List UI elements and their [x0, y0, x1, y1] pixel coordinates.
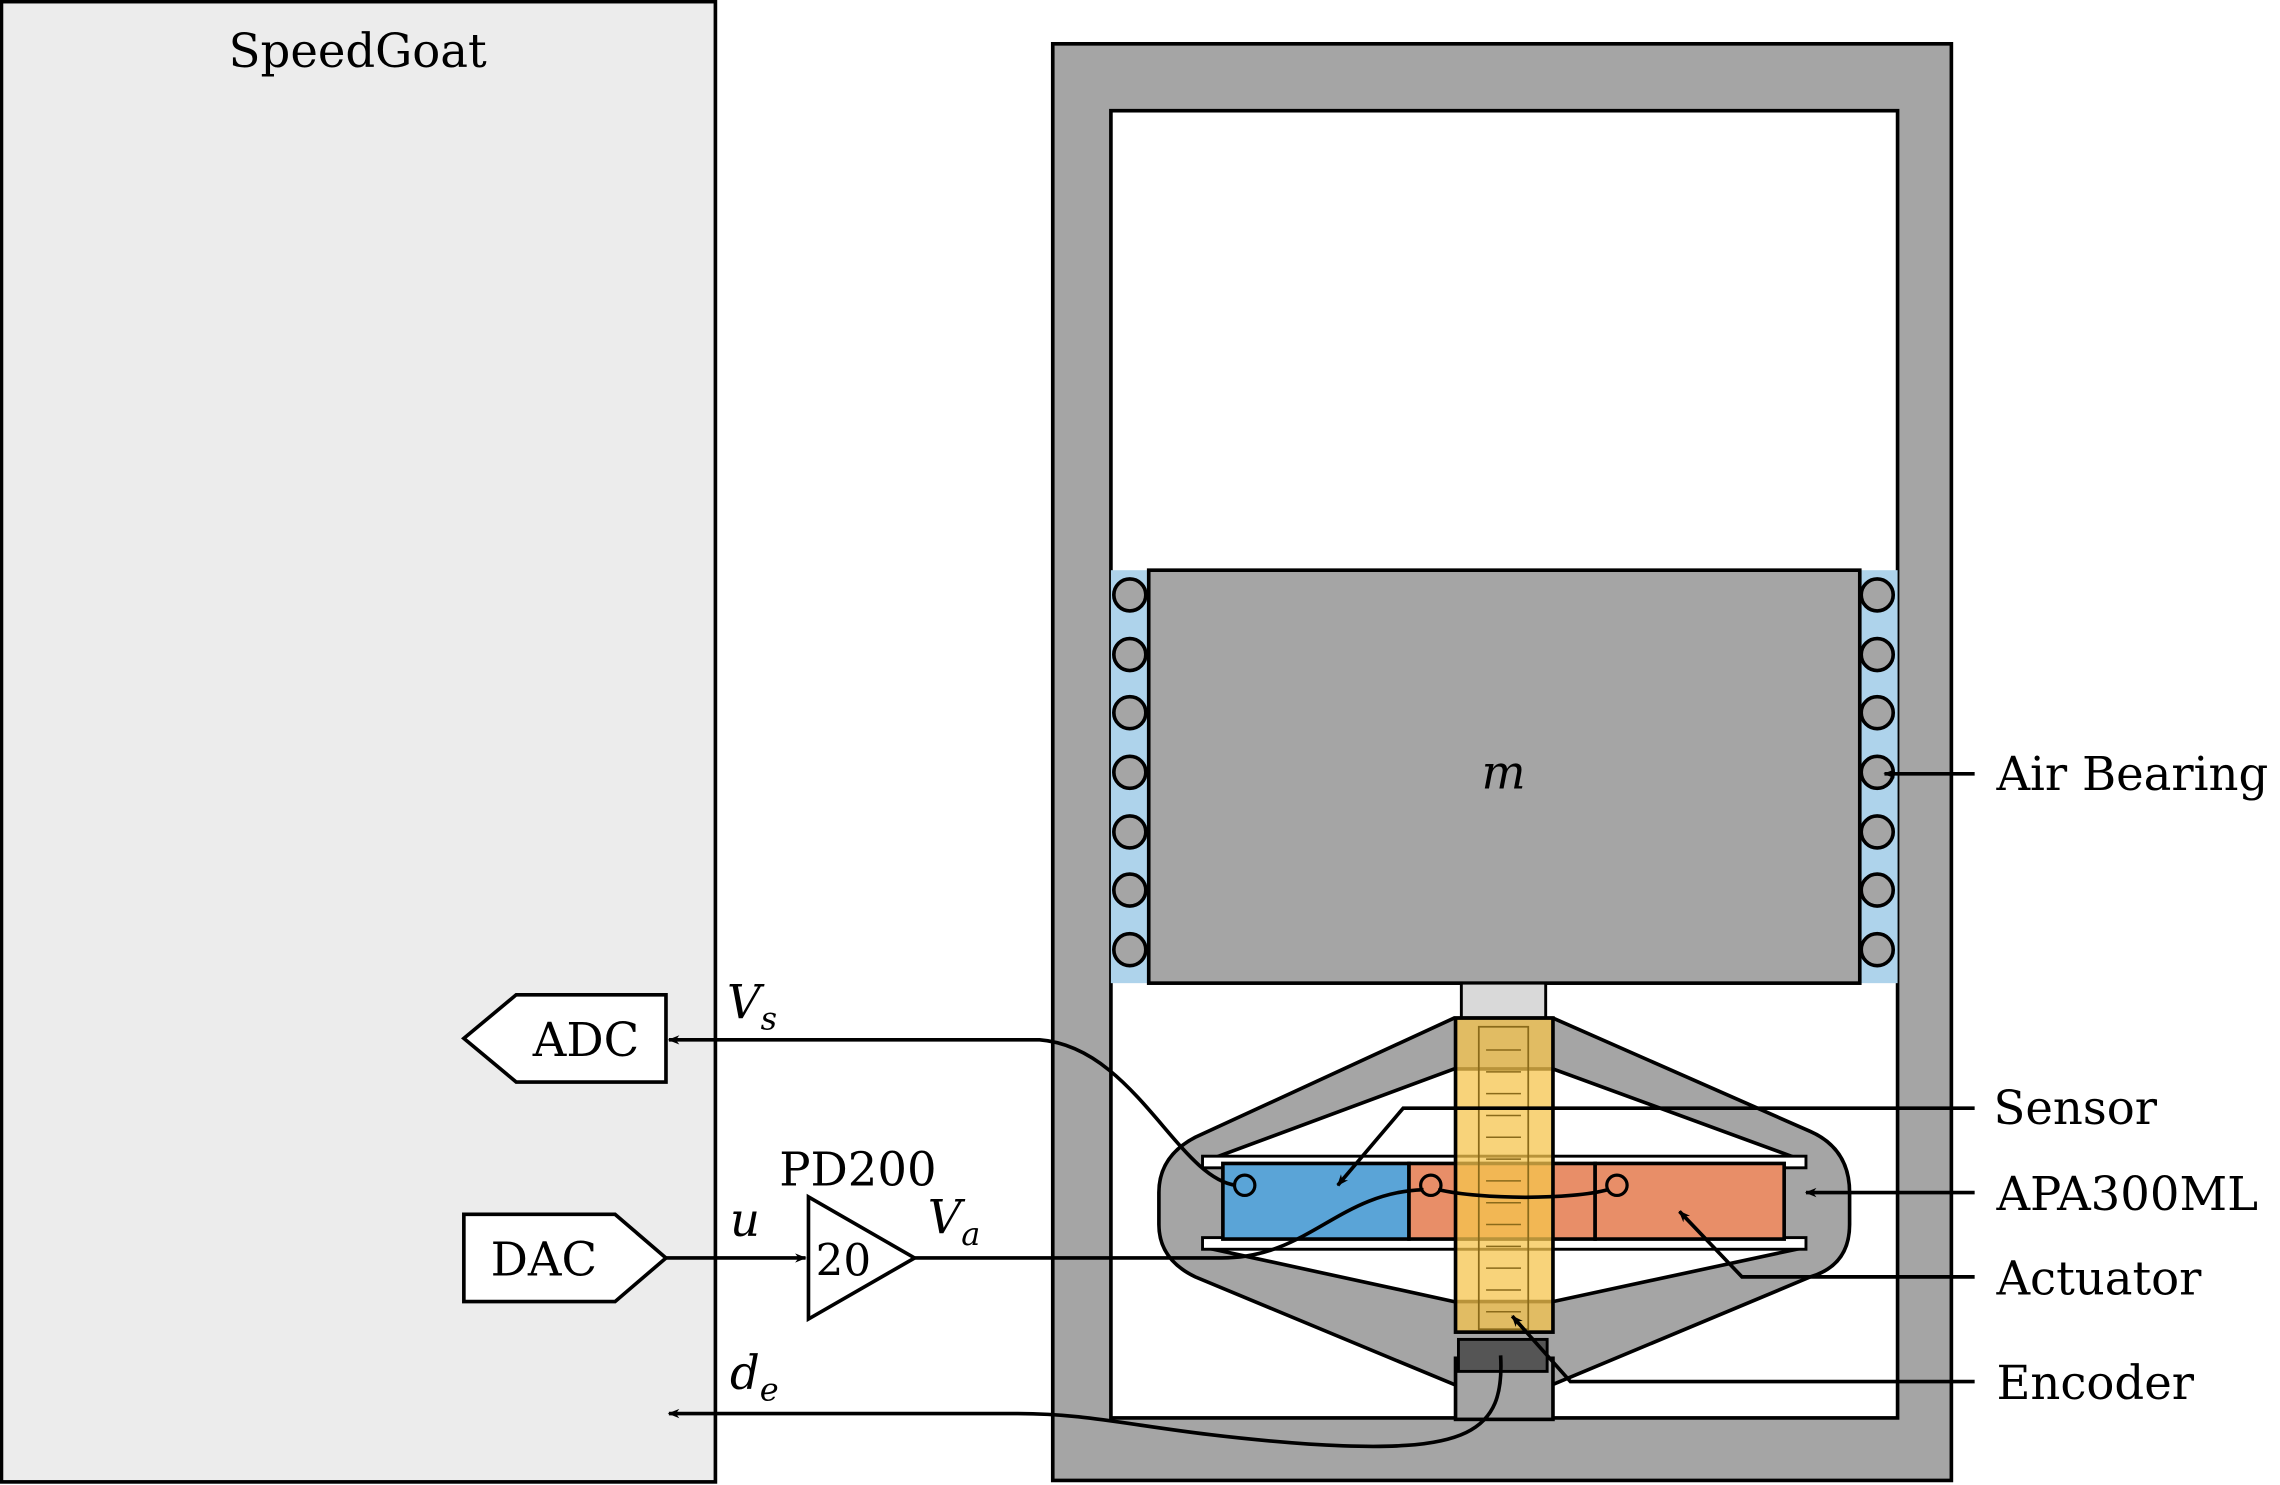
actuator-stack-right [1593, 1161, 1786, 1241]
annotation-apa: APA300ML [1995, 1167, 2258, 1221]
actuator-pointer [1678, 1210, 1975, 1279]
annotation-sensor: Sensor [1994, 1081, 2158, 1135]
air-bearing-right [1859, 570, 1898, 984]
air-bearing-left [1110, 570, 1149, 984]
actuator-link-wire [1437, 1187, 1609, 1200]
signal-vs: Vs [727, 975, 777, 1038]
annotation-actuator: Actuator [1995, 1251, 2202, 1305]
amplifier-pd200: 20 PD200 [779, 1142, 937, 1323]
de-wire [667, 1355, 1503, 1449]
dac-label: DAC [491, 1232, 597, 1286]
speedgoat-title: SpeedGoat [229, 24, 487, 78]
adc-block: ADC [461, 992, 668, 1084]
mass-connector [1459, 981, 1548, 1020]
signal-de: de [730, 1346, 779, 1409]
adc-label: ADC [532, 1013, 639, 1067]
amplifier-gain: 20 [816, 1236, 872, 1286]
speedgoat-box: SpeedGoat [0, 0, 718, 1484]
encoder [1453, 1016, 1555, 1334]
vs-wire [667, 1035, 1237, 1188]
dac-block: DAC [462, 1212, 669, 1304]
encoder-head [1456, 1337, 1549, 1373]
annotation-air-bearing: Air Bearing [1995, 747, 2268, 801]
mass-block: m [1146, 568, 1862, 985]
signal-u: u [730, 1193, 760, 1247]
signal-va: Va [928, 1190, 981, 1253]
sensor-pointer [1336, 1106, 1975, 1187]
encoder-pointer [1510, 1314, 1975, 1384]
va-wire [914, 1187, 1424, 1260]
mass-label: m [1481, 745, 1525, 799]
annotation-encoder: Encoder [1996, 1356, 2194, 1410]
actuator-terminal-1 [1419, 1173, 1443, 1198]
sensor-stack [1221, 1161, 1411, 1241]
amplifier-name: PD200 [779, 1142, 936, 1196]
actuator-terminal-2 [1605, 1173, 1629, 1198]
